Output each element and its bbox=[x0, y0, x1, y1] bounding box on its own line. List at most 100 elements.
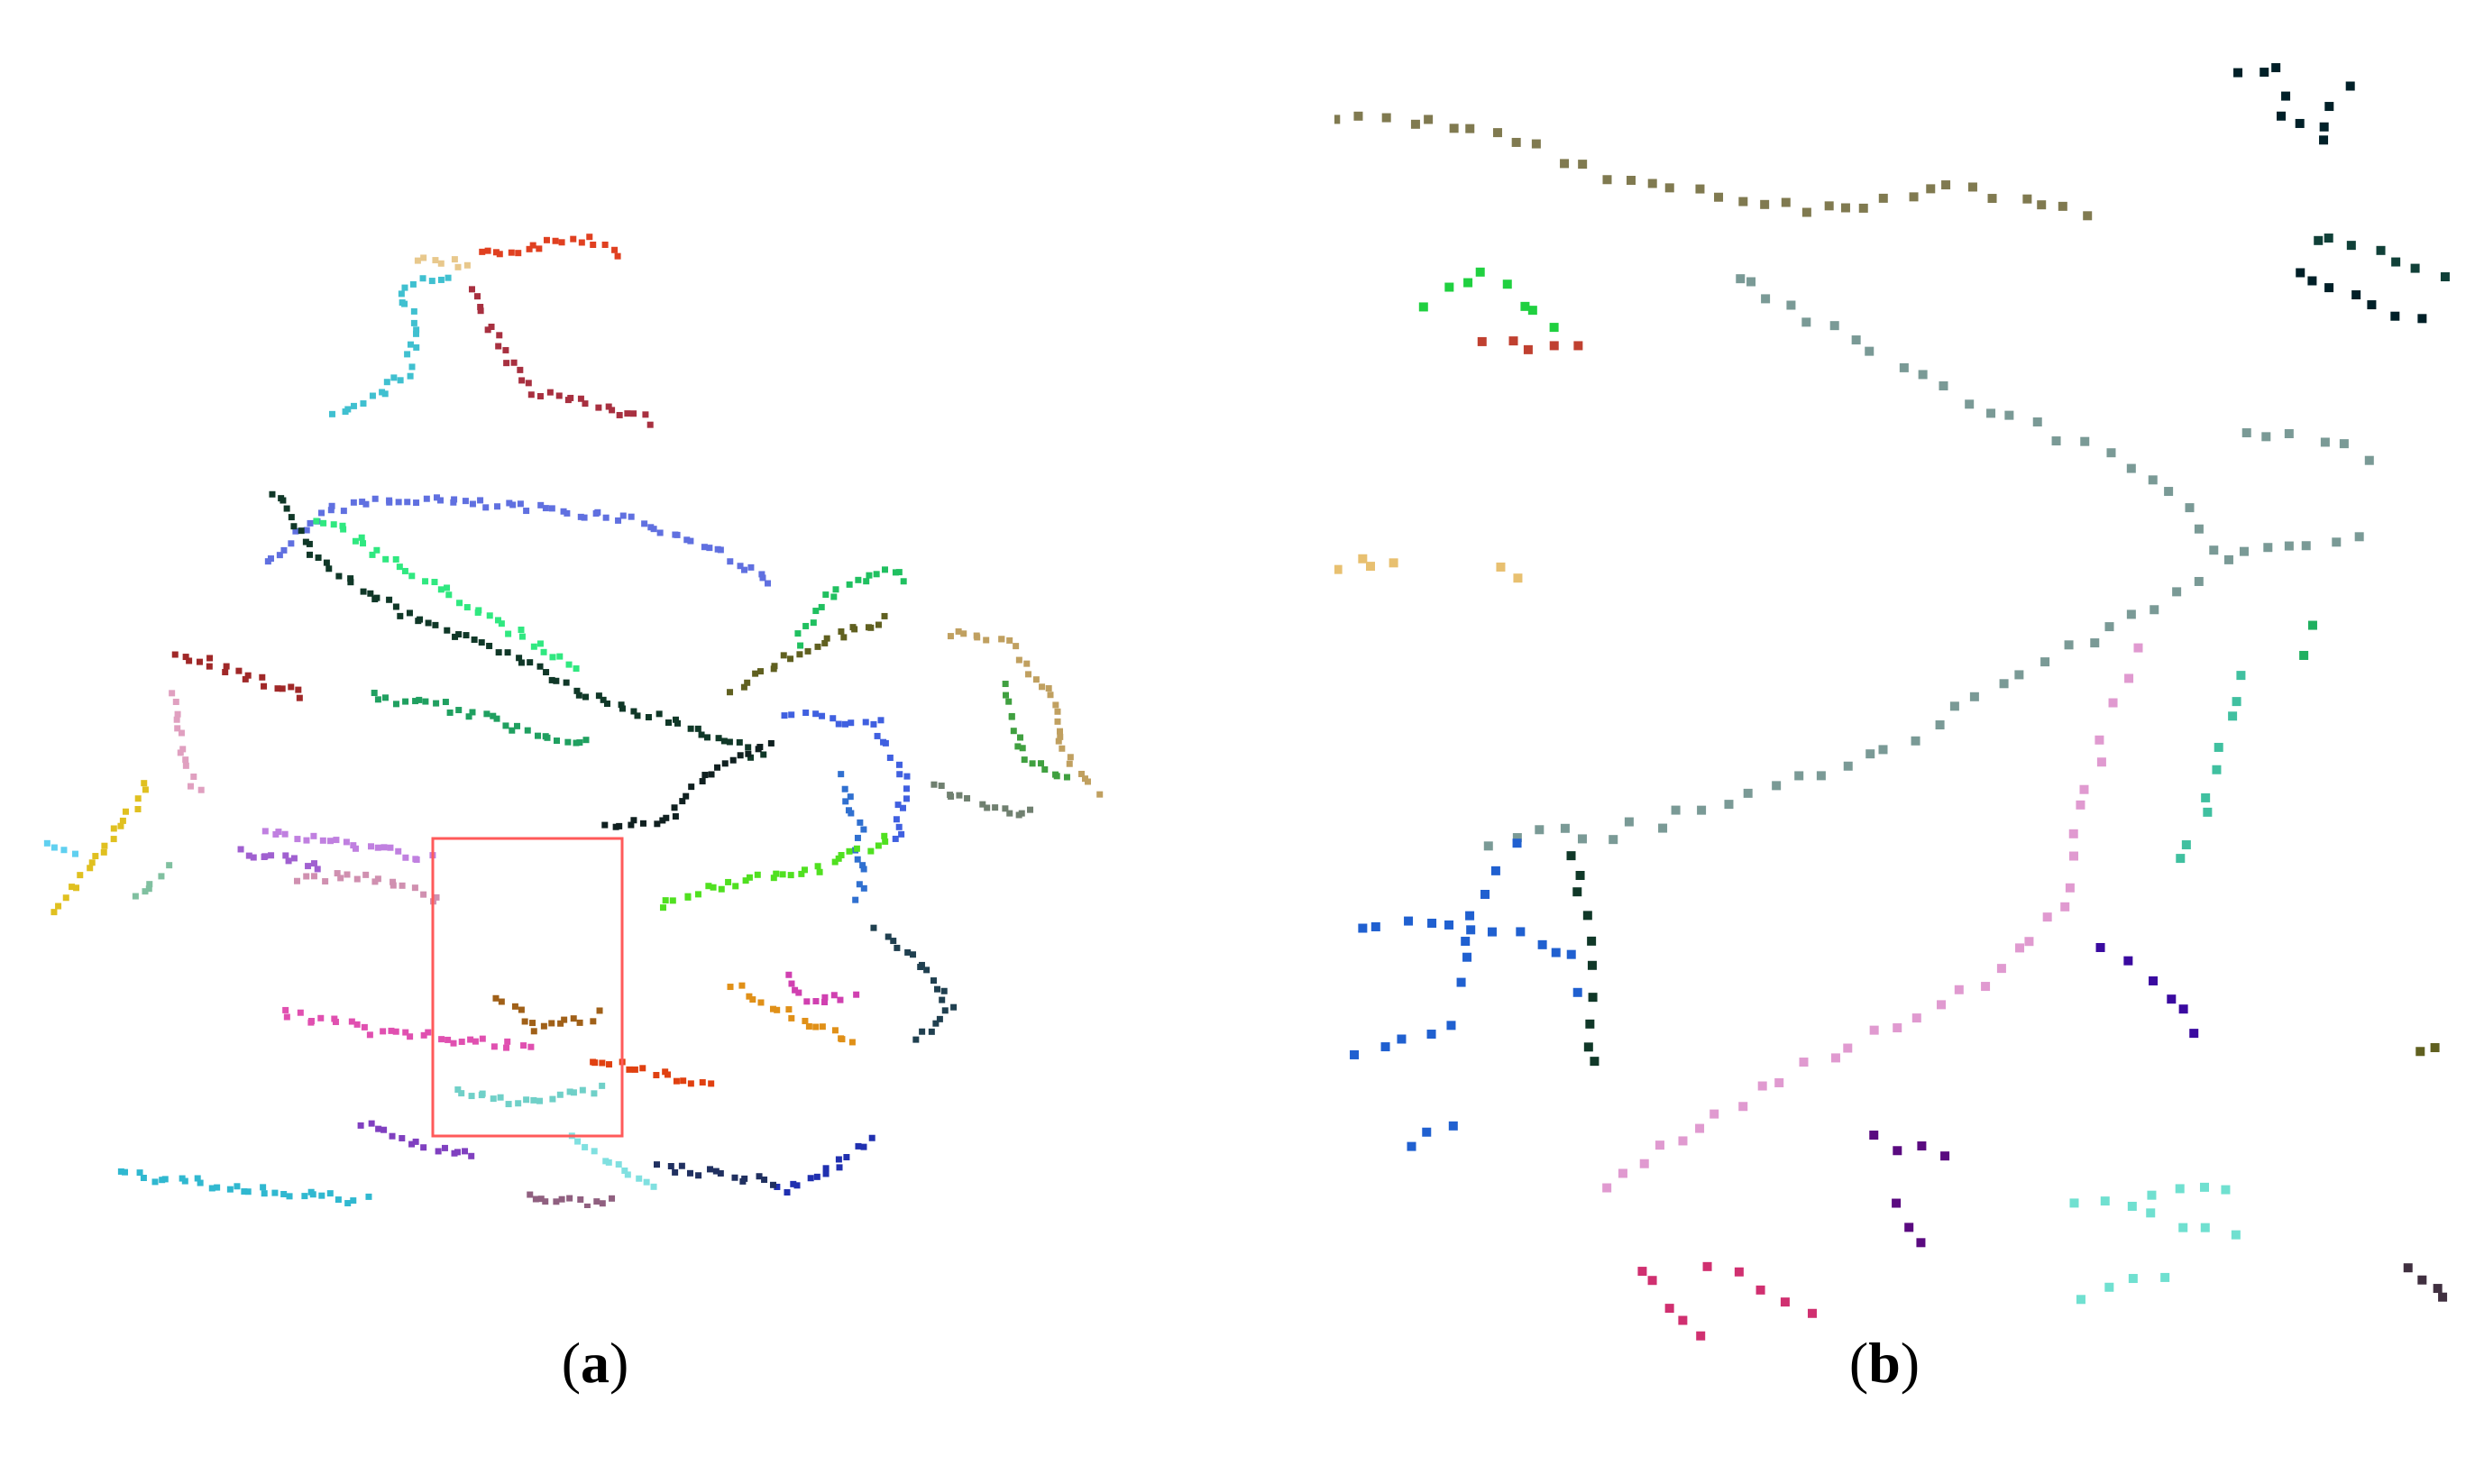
point-cloud-segment bbox=[298, 527, 305, 535]
point-cloud-segment bbox=[788, 711, 795, 719]
point-cloud-segment bbox=[561, 1016, 568, 1023]
point-cloud-segment bbox=[591, 1059, 599, 1067]
point-cloud-segment bbox=[310, 860, 317, 867]
zoomed-point-segment bbox=[1573, 341, 1583, 351]
point-cloud-segment bbox=[493, 715, 500, 722]
zoomed-point-segment bbox=[1916, 1238, 1926, 1248]
point-cloud-segment bbox=[166, 862, 173, 869]
point-cloud-segment bbox=[577, 395, 584, 402]
zoomed-point-segment bbox=[1904, 1223, 1914, 1232]
zoomed-point-segment bbox=[1799, 1058, 1809, 1067]
point-cloud-segment bbox=[390, 374, 398, 381]
zoomed-point-segment bbox=[2147, 1190, 2157, 1200]
point-cloud-segment bbox=[275, 829, 282, 836]
zoomed-point-segment bbox=[2126, 463, 2136, 473]
point-cloud-segment bbox=[747, 754, 755, 761]
point-cloud-segment bbox=[810, 619, 817, 627]
zoomed-point-segment bbox=[1781, 197, 1791, 207]
point-cloud-segment bbox=[549, 654, 556, 661]
point-cloud-segment bbox=[790, 1180, 797, 1187]
zoomed-point-segment bbox=[1618, 1168, 1627, 1178]
point-cloud-segment bbox=[288, 540, 295, 547]
point-cloud-segment bbox=[348, 1018, 355, 1025]
point-cloud-segment bbox=[838, 852, 845, 859]
point-cloud-segment bbox=[136, 1169, 143, 1177]
point-cloud-segment bbox=[357, 1122, 364, 1129]
zoomed-point-segment bbox=[2319, 135, 2329, 145]
point-cloud-segment bbox=[335, 573, 343, 580]
point-cloud-segment bbox=[802, 710, 810, 717]
zoomed-point-segment bbox=[1746, 277, 1756, 287]
point-cloud-b bbox=[1334, 63, 2450, 1341]
zoomed-point-segment bbox=[2096, 757, 2106, 767]
point-cloud-segment bbox=[543, 669, 550, 676]
zoomed-point-segment bbox=[1462, 952, 1472, 962]
point-cloud-segment bbox=[142, 786, 149, 793]
zoomed-point-segment bbox=[2037, 200, 2047, 210]
point-cloud-segment bbox=[898, 830, 905, 838]
zoomed-point-segment bbox=[2295, 118, 2305, 128]
point-cloud-segment bbox=[399, 882, 406, 889]
point-cloud-segment bbox=[992, 804, 999, 811]
zoomed-point-segment bbox=[2076, 1295, 2085, 1305]
zoomed-point-segment bbox=[1496, 562, 1506, 572]
zoomed-point-segment bbox=[2095, 942, 2105, 952]
point-cloud-segment bbox=[727, 689, 734, 696]
point-cloud-segment bbox=[769, 1181, 776, 1188]
zoomed-point-segment bbox=[1448, 1121, 1458, 1131]
point-cloud-segment bbox=[505, 630, 512, 637]
point-cloud-segment bbox=[923, 966, 930, 974]
zoom-region-box bbox=[431, 837, 624, 1138]
point-cloud-segment bbox=[425, 1029, 432, 1036]
point-cloud-segment bbox=[947, 633, 954, 640]
point-cloud-segment bbox=[1003, 692, 1010, 699]
point-cloud-segment bbox=[517, 500, 524, 508]
point-cloud-segment bbox=[578, 239, 585, 246]
point-cloud-segment bbox=[821, 994, 829, 1001]
point-cloud-segment bbox=[564, 509, 571, 517]
zoomed-point-segment bbox=[1366, 562, 1376, 572]
point-cloud-segment bbox=[181, 1177, 188, 1185]
point-cloud-segment bbox=[530, 643, 537, 650]
zoomed-point-segment bbox=[1637, 1267, 1647, 1277]
zoomed-point-segment bbox=[2417, 1275, 2427, 1285]
point-cloud-segment bbox=[740, 566, 747, 573]
point-cloud-segment bbox=[446, 709, 454, 716]
zoomed-point-segment bbox=[1760, 199, 1770, 209]
point-cloud-segment bbox=[900, 578, 907, 585]
point-cloud-segment bbox=[765, 580, 772, 587]
zoomed-point-segment bbox=[1738, 1102, 1748, 1112]
point-cloud-segment bbox=[801, 866, 808, 874]
point-cloud-segment bbox=[639, 1065, 646, 1072]
point-cloud-segment bbox=[781, 712, 788, 719]
point-cloud-segment bbox=[542, 505, 549, 512]
point-cloud-segment bbox=[62, 894, 69, 902]
point-cloud-segment bbox=[490, 1043, 498, 1050]
point-cloud-segment bbox=[462, 1148, 469, 1155]
point-cloud-segment bbox=[515, 250, 522, 257]
point-cloud-segment bbox=[654, 820, 661, 828]
point-cloud-segment bbox=[843, 1154, 850, 1161]
point-cloud-segment bbox=[830, 715, 837, 722]
zoomed-point-segment bbox=[2164, 487, 2174, 497]
point-cloud-segment bbox=[754, 871, 761, 878]
point-cloud-segment bbox=[72, 850, 79, 857]
point-cloud-segment bbox=[484, 247, 491, 254]
zoomed-point-segment bbox=[1757, 1081, 1767, 1091]
point-cloud-segment bbox=[495, 343, 502, 350]
point-cloud-segment bbox=[445, 274, 452, 281]
point-cloud-segment bbox=[450, 1040, 457, 1047]
point-cloud-segment bbox=[573, 665, 580, 673]
point-cloud-segment bbox=[259, 673, 266, 681]
point-cloud-segment bbox=[432, 621, 439, 628]
zoomed-point-segment bbox=[1664, 1304, 1674, 1314]
point-cloud-segment bbox=[442, 699, 449, 706]
point-cloud-segment bbox=[881, 832, 888, 839]
point-cloud-segment bbox=[643, 1178, 650, 1186]
zoomed-point-segment bbox=[1926, 184, 1936, 194]
zoomed-point-segment bbox=[2042, 912, 2052, 922]
zoomed-point-segment bbox=[2076, 800, 2085, 810]
point-cloud-segment bbox=[788, 980, 795, 987]
point-cloud-segment bbox=[596, 1007, 603, 1014]
point-cloud-segment bbox=[979, 801, 986, 808]
